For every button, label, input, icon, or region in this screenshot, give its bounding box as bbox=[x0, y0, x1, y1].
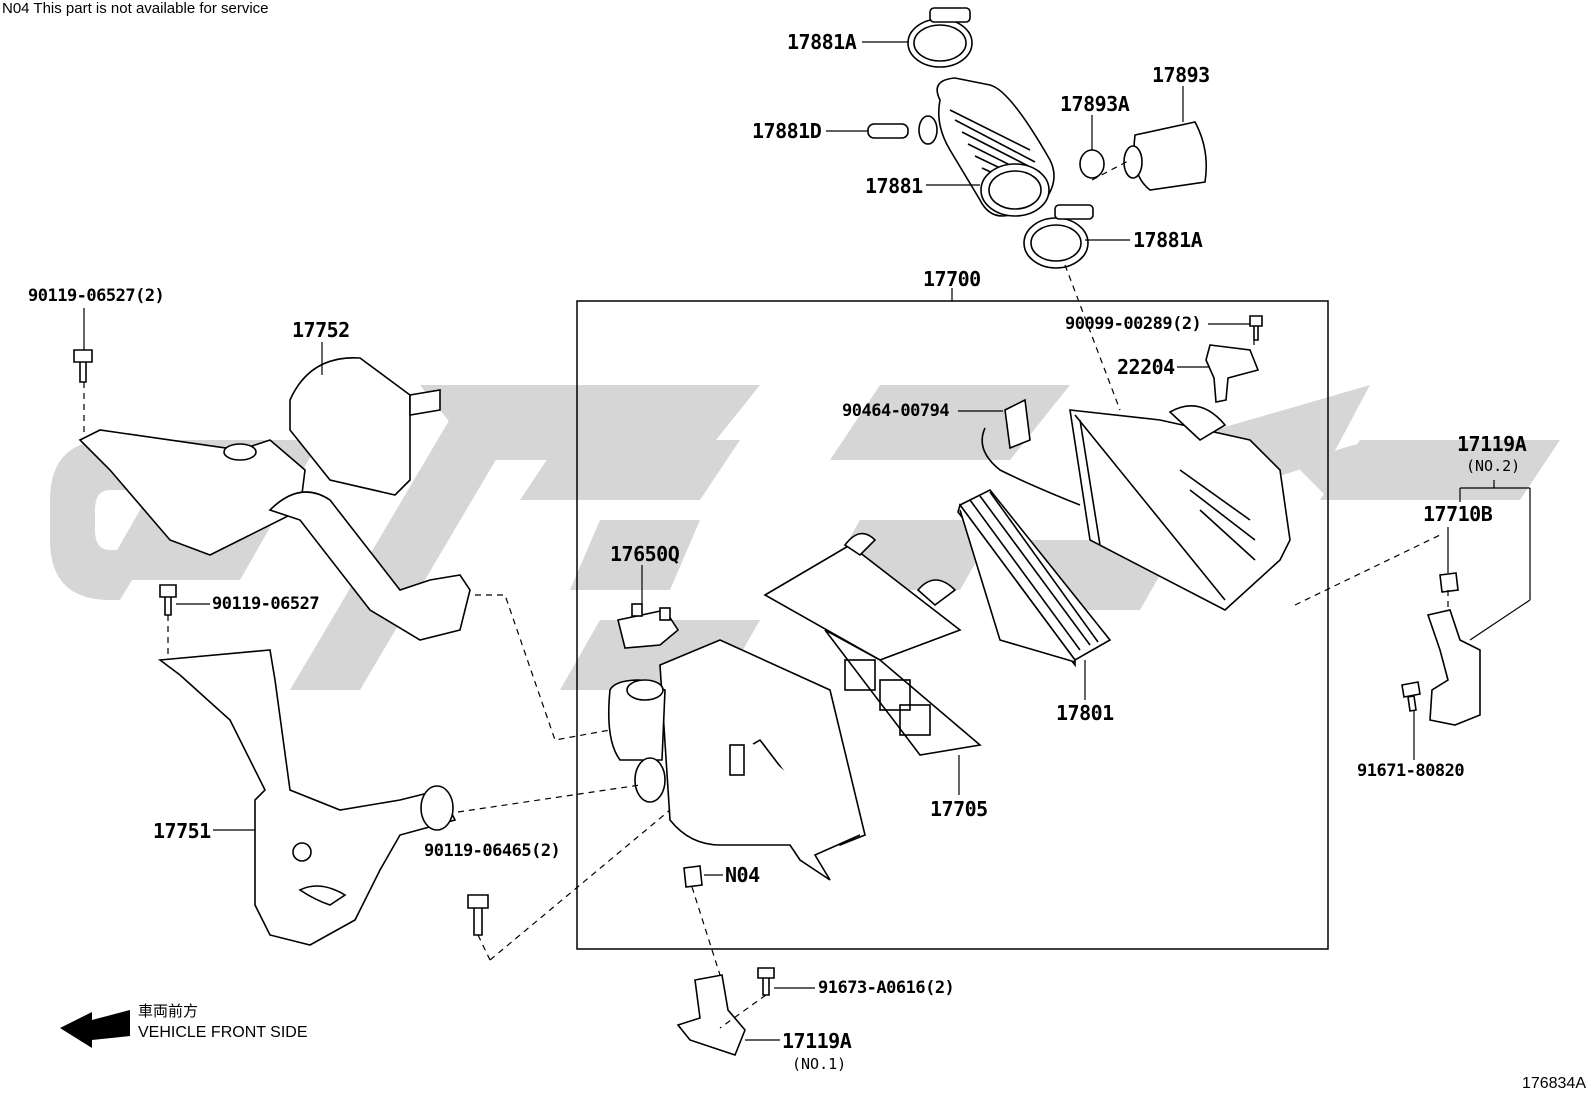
guide-lines bbox=[83, 159, 1449, 1029]
callout-90099-00289[interactable]: 90099-00289(2) bbox=[1065, 314, 1202, 334]
callout-17881D[interactable]: 17881D bbox=[752, 119, 822, 143]
callout-90119-06527[interactable]: 90119-06527 bbox=[212, 594, 320, 614]
intake-duct-17752 bbox=[78, 357, 471, 641]
bracket-17119A-no1 bbox=[676, 974, 746, 1056]
header-note: N04 This part is not available for servi… bbox=[2, 0, 269, 17]
clip-90464 bbox=[1004, 398, 1031, 450]
callout-91673-A0616[interactable]: 91673-A0616(2) bbox=[818, 978, 955, 998]
callout-17801[interactable]: 17801 bbox=[1056, 701, 1114, 725]
callout-N04[interactable]: N04 bbox=[725, 863, 760, 887]
clamp-17893A bbox=[1079, 149, 1105, 179]
bolt-90119-06465 bbox=[467, 894, 489, 936]
grommet-N04 bbox=[683, 865, 703, 888]
front-marker-english: VEHICLE FRONT SIDE bbox=[138, 1024, 308, 1041]
callout-17881[interactable]: 17881 bbox=[865, 174, 923, 198]
callout-91671-80820[interactable]: 91671-80820 bbox=[1357, 761, 1465, 781]
filter-frame-17705 bbox=[763, 532, 982, 756]
bolt-90119-06527-2 bbox=[73, 349, 93, 383]
callout-90464-00794[interactable]: 90464-00794 bbox=[842, 401, 950, 421]
screw-90099 bbox=[1249, 315, 1263, 341]
illustration-code: 176834A bbox=[1521, 1075, 1586, 1092]
callout-17119A-no1[interactable]: 17119A bbox=[782, 1029, 852, 1053]
grommet-17710B bbox=[1439, 572, 1459, 593]
callout-no2: (NO.2) bbox=[1466, 457, 1521, 475]
callout-17119A-no2[interactable]: 17119A bbox=[1457, 432, 1527, 456]
callout-17881A-bottom[interactable]: 17881A bbox=[1133, 228, 1203, 252]
callout-17650Q[interactable]: 17650Q bbox=[610, 542, 680, 566]
leader-lines bbox=[83, 41, 1531, 1041]
callout-17705[interactable]: 17705 bbox=[930, 797, 988, 821]
callout-17752[interactable]: 17752 bbox=[292, 318, 350, 342]
bolt-90119-06527 bbox=[159, 584, 177, 616]
air-cleaner-upper-case bbox=[1069, 405, 1291, 611]
callout-90119-06465[interactable]: 90119-06465(2) bbox=[424, 841, 561, 861]
bolt-91671 bbox=[1401, 681, 1421, 712]
callout-17710B[interactable]: 17710B bbox=[1423, 502, 1493, 526]
callout-no1: (NO.1) bbox=[792, 1055, 847, 1073]
duct-17893 bbox=[1133, 121, 1208, 191]
part-drawings bbox=[73, 7, 1481, 1056]
bolt-91673 bbox=[757, 967, 775, 996]
callout-17893A[interactable]: 17893A bbox=[1060, 92, 1130, 116]
sensor-22204 bbox=[1205, 344, 1260, 403]
callout-17893[interactable]: 17893 bbox=[1152, 63, 1210, 87]
air-hose-17881 bbox=[918, 77, 1055, 217]
bracket-17119A-no2 bbox=[1426, 609, 1481, 726]
callout-17881A-top[interactable]: 17881A bbox=[787, 30, 857, 54]
air-cleaner-lower-case bbox=[607, 639, 866, 881]
front-marker-japanese: 車両前方 bbox=[138, 1003, 199, 1020]
watermark-logo bbox=[50, 385, 1560, 690]
vehicle-front-arrow-icon bbox=[60, 1010, 130, 1048]
filter-element-17801 bbox=[957, 488, 1112, 668]
callout-17700[interactable]: 17700 bbox=[923, 267, 981, 291]
pin-17881D bbox=[867, 123, 909, 139]
callout-17751[interactable]: 17751 bbox=[153, 819, 211, 843]
callout-90119-06527-2[interactable]: 90119-06527(2) bbox=[28, 286, 165, 306]
callout-22204[interactable]: 22204 bbox=[1117, 355, 1175, 379]
intake-duct-17751 bbox=[157, 649, 457, 946]
